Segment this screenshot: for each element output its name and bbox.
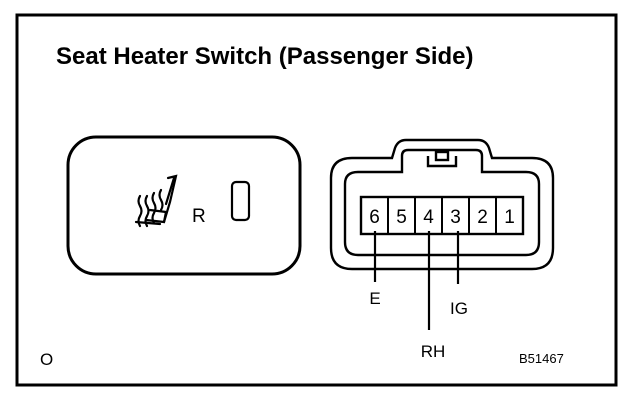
indicator-lamp <box>230 180 251 222</box>
diagram-frame <box>15 13 618 387</box>
pin-number: 6 <box>369 207 380 228</box>
switch-side-label: R <box>192 206 206 227</box>
corner-mark: O <box>40 350 53 369</box>
pin-number: 1 <box>504 207 515 228</box>
pin-number: 4 <box>423 207 434 228</box>
wire-label-rh: RH <box>421 342 446 361</box>
pin-number: 5 <box>396 207 407 228</box>
seat-heater-icon <box>134 174 178 228</box>
pin-number: 2 <box>477 207 488 228</box>
figure-code: B51467 <box>519 351 564 366</box>
diagram-title: Seat Heater Switch (Passenger Side) <box>56 43 474 70</box>
connector-pin-block <box>359 195 525 236</box>
wire-label-ig: IG <box>450 299 468 318</box>
pin-number: 3 <box>450 207 461 228</box>
switch-body <box>66 135 302 276</box>
connector-housing <box>329 138 555 271</box>
wire-label-e: E <box>369 289 380 308</box>
